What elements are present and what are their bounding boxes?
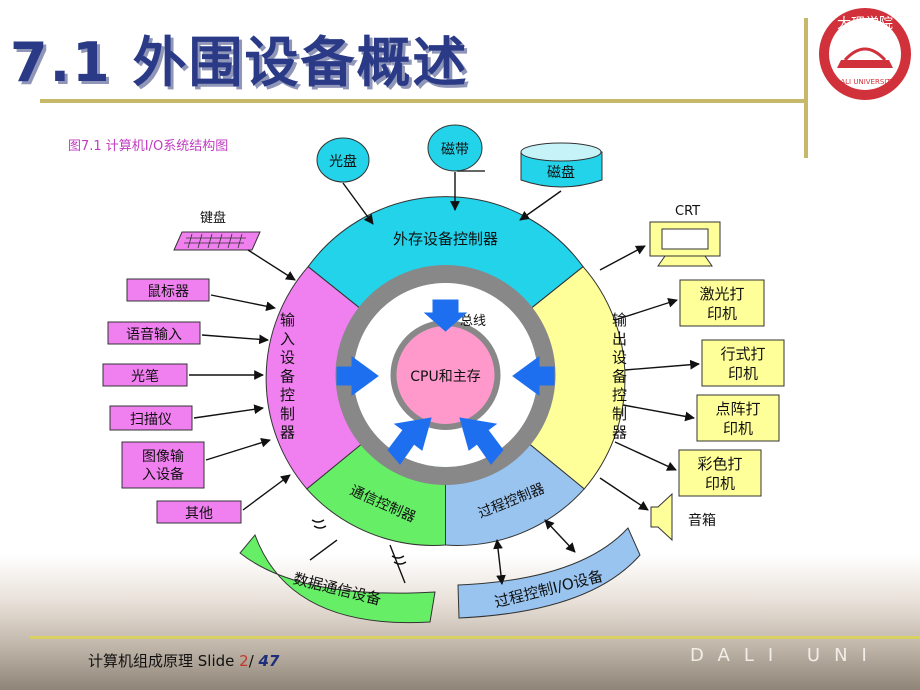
title-underline [40, 99, 805, 103]
optical-disk-label: 光盘 [329, 153, 357, 170]
input-box-other [156, 500, 242, 524]
input-box-mouse [126, 278, 210, 302]
output-device-list: 激光打印机 行式打印机 点阵打印机 彩色打印机 [678, 279, 785, 497]
input-box-image [121, 441, 205, 489]
speaker-icon [650, 492, 673, 542]
svg-text:点阵打印机: 点阵打印机 [715, 400, 760, 438]
vertical-divider [804, 18, 808, 158]
svg-text:扫描仪: 扫描仪 [130, 412, 172, 428]
bus-arrow-left [336, 356, 379, 396]
input-image-label: 图像输入设备 [142, 449, 184, 483]
input-box-voice [107, 321, 201, 345]
svg-text:语音输入: 语音输入 [126, 326, 182, 343]
svg-text:彩色打印机: 彩色打印机 [697, 455, 742, 493]
crt-label: CRT [675, 204, 700, 219]
speaker-label: 音箱 [688, 512, 716, 529]
input-box-scanner [109, 405, 193, 431]
background-text: DALI UNI [690, 645, 881, 666]
magnetic-disk-label: 磁盘 [547, 164, 575, 181]
logo-text: 大理学院 [837, 16, 893, 32]
slide-title: 7.1 外围设备概述 [10, 31, 469, 94]
page-current: 2 [239, 652, 249, 670]
output-box-dot [696, 394, 780, 442]
cpu-memory-label: CPU和主存 [410, 369, 480, 385]
output-controller-label: 输出设备控制器 [612, 311, 627, 442]
input-box-lightpen [102, 363, 188, 387]
diagram-caption: 图7.1 计算机I/O系统结构图 [68, 139, 228, 154]
output-box-line [701, 339, 785, 387]
svg-text:激光打印机: 激光打印机 [699, 285, 744, 323]
bus-arrow-right [512, 356, 555, 396]
svg-text:其他: 其他 [185, 506, 213, 522]
footer-course-text: 计算机组成原理 Slide [88, 652, 240, 670]
svg-text:光笔: 光笔 [131, 369, 159, 385]
logo-subtext: DALI UNIVERSITY [835, 78, 896, 86]
bus-arrow-bottom-right [459, 417, 504, 465]
keyboard-label: 键盘 [200, 210, 226, 226]
footer-divider [30, 636, 920, 639]
svg-text:鼠标器: 鼠标器 [147, 284, 189, 300]
input-controller-label: 输入设备控制器 [280, 311, 295, 442]
page-separator: / [248, 652, 259, 670]
input-device-list: 鼠标器 语音输入 光笔 扫描仪 图像输入设备 其他 [102, 278, 242, 524]
keyboard-icon [173, 231, 261, 251]
page-total: 47 [258, 652, 280, 670]
tape-node [427, 124, 483, 172]
svg-text:行式打印机: 行式打印机 [720, 345, 765, 383]
tape-label: 磁带 [441, 142, 469, 158]
bus-label: 总线 [460, 314, 486, 329]
background-photo-band: DALI UNI [0, 555, 920, 690]
data-comm-device-band [239, 534, 436, 624]
slide-footer: 计算机组成原理 Slide 2/ 47 [88, 650, 279, 671]
process-io-device-band [457, 527, 641, 619]
university-logo: 大理学院 DALI UNIVERSITY [819, 8, 911, 100]
optical-disk-node [316, 137, 370, 183]
bus-arrow-bottom-left [387, 417, 432, 465]
output-box-color [678, 449, 762, 497]
output-box-laser [679, 279, 765, 327]
bus-arrow-top [423, 299, 468, 332]
storage-controller-label: 外存设备控制器 [393, 230, 498, 248]
